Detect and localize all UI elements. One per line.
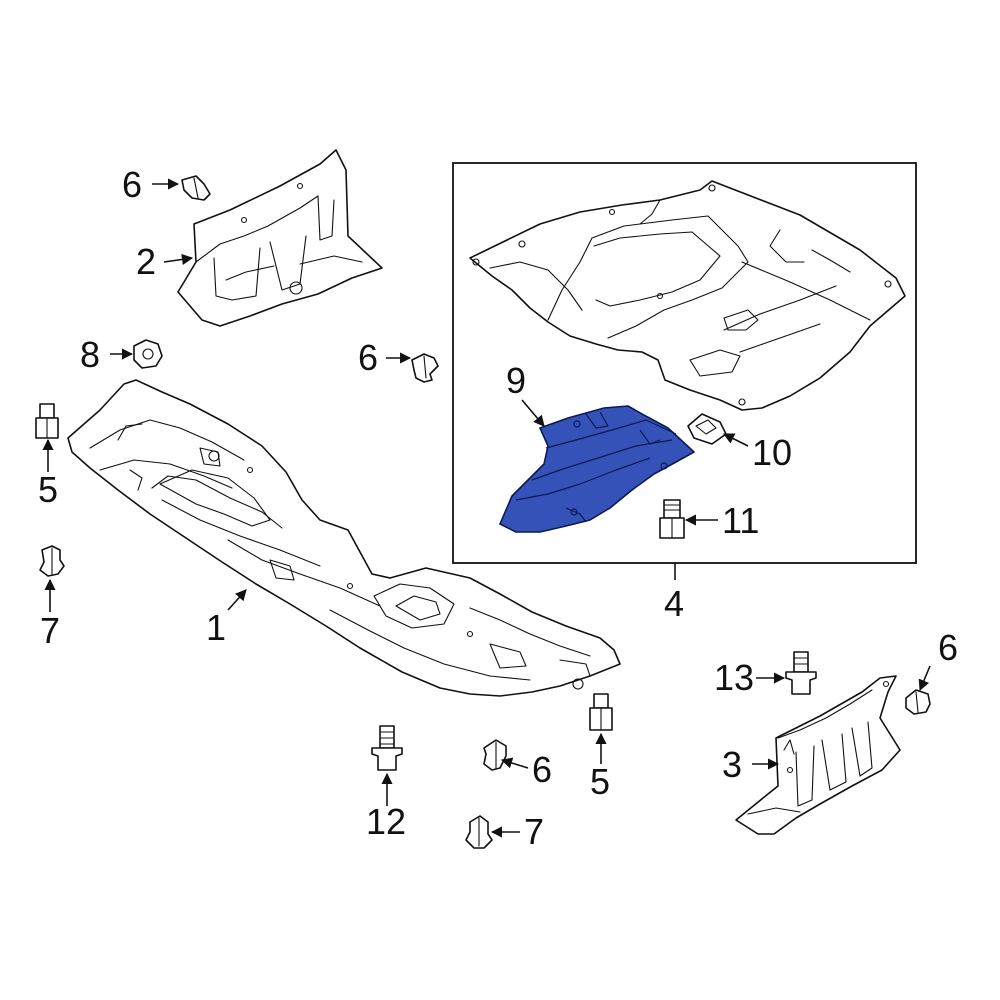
callout-1: 1 bbox=[206, 607, 226, 648]
callout-6-bottom: 6 bbox=[532, 749, 552, 790]
callout-labels: 6 2 8 6 5 7 1 9 10 11 4 6 13 3 6 5 12 7 bbox=[38, 164, 958, 852]
highlighted-cover-part-9[interactable] bbox=[499, 405, 695, 533]
inset-frame bbox=[452, 162, 917, 564]
nut-part-8[interactable] bbox=[133, 339, 163, 369]
callout-6-top: 6 bbox=[122, 164, 142, 205]
callout-5-left: 5 bbox=[38, 469, 58, 510]
bolt-part-12[interactable] bbox=[371, 725, 403, 771]
clip-part-6-bottom[interactable] bbox=[483, 739, 507, 771]
callout-6-right: 6 bbox=[938, 627, 958, 668]
clip-nut-part-10[interactable] bbox=[687, 413, 727, 445]
callout-4: 4 bbox=[664, 583, 684, 624]
bolt-part-11[interactable] bbox=[659, 499, 685, 539]
leader-lines bbox=[42, 178, 931, 838]
splash-shield-part-3[interactable] bbox=[735, 675, 901, 835]
callout-6-middle: 6 bbox=[358, 337, 378, 378]
clip-part-7-bottom[interactable] bbox=[465, 815, 493, 849]
splash-shield-part-2[interactable] bbox=[177, 149, 383, 327]
callout-9: 9 bbox=[506, 360, 526, 401]
front-undercover-part-1[interactable] bbox=[67, 379, 621, 697]
engine-undercover-part[interactable] bbox=[469, 180, 906, 411]
callout-7-left: 7 bbox=[40, 610, 60, 651]
callout-10: 10 bbox=[752, 432, 792, 473]
clip-part-6-top[interactable] bbox=[181, 175, 211, 201]
bolt-part-5-right[interactable] bbox=[589, 693, 613, 731]
callout-5-right: 5 bbox=[590, 761, 610, 802]
clip-part-7-left[interactable] bbox=[39, 545, 65, 577]
bolt-part-13[interactable] bbox=[785, 651, 817, 695]
callout-11: 11 bbox=[722, 500, 759, 541]
callout-7-bottom: 7 bbox=[524, 811, 544, 852]
callout-12: 12 bbox=[366, 801, 406, 842]
callout-2: 2 bbox=[136, 241, 156, 282]
bolt-part-5-left[interactable] bbox=[35, 403, 59, 439]
callout-13: 13 bbox=[714, 657, 754, 698]
clip-part-6-middle[interactable] bbox=[411, 353, 439, 383]
clip-part-6-right[interactable] bbox=[905, 689, 931, 715]
callout-8: 8 bbox=[80, 334, 100, 375]
callout-3: 3 bbox=[722, 744, 742, 785]
